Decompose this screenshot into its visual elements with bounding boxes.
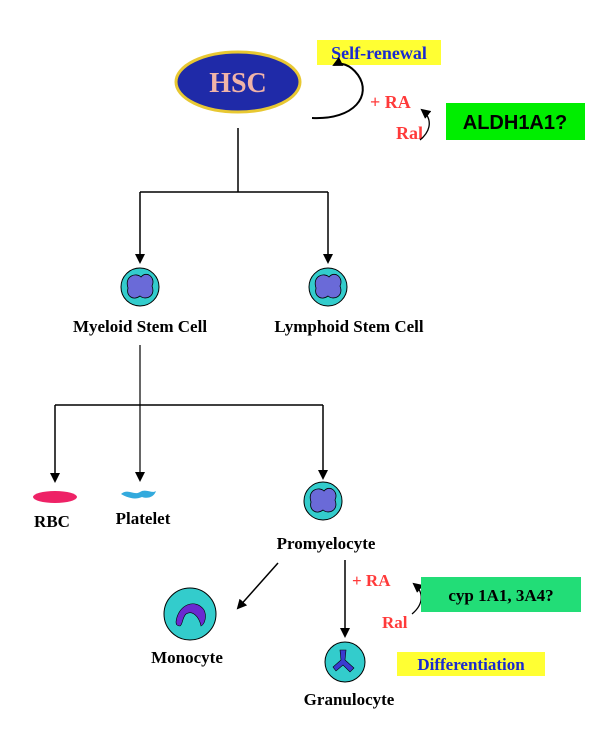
lymphoid-cell (308, 267, 348, 307)
aldh-label: ALDH1A1? (463, 112, 567, 134)
promyelocyte-label: Promyelocyte (277, 534, 376, 553)
monocyte-cell (163, 587, 217, 641)
platelet-shape (121, 490, 156, 499)
differentiation-highlight (397, 652, 545, 676)
promyelocyte-cell (303, 481, 343, 521)
monocyte-label: Monocyte (151, 648, 223, 667)
bottom-ral-label: Ral (382, 613, 408, 632)
granulocyte-cell (324, 641, 366, 683)
granulocyte-label: Granulocyte (304, 690, 395, 709)
arrow-to-monocyte (236, 562, 279, 610)
myeloid-cell (120, 267, 160, 307)
bottom-ral-to-ra-arrow (411, 582, 424, 615)
hsc-ellipse (174, 50, 302, 114)
differentiation-label: Differentiation (417, 655, 525, 674)
bottom-ra-label: + RA (352, 571, 391, 590)
rbc-shape (33, 491, 77, 503)
self-renewal-loop (311, 56, 364, 120)
platelet-label: Platelet (116, 509, 171, 528)
cyp-label: cyp 1A1, 3A4? (448, 586, 553, 605)
lymphoid-label: Lymphoid Stem Cell (274, 317, 424, 336)
self-renewal-label: Self-renewal (331, 43, 427, 63)
hsc-label: HSC (209, 68, 267, 99)
cyp-box (421, 577, 581, 612)
aldh-box (446, 103, 585, 140)
myeloid-label: Myeloid Stem Cell (73, 317, 207, 336)
rbc-label: RBC (34, 512, 70, 531)
top-ral-to-ra-arrow (419, 108, 432, 141)
top-ral-label: Ral (396, 123, 423, 143)
top-ra-label: + RA (370, 92, 411, 112)
